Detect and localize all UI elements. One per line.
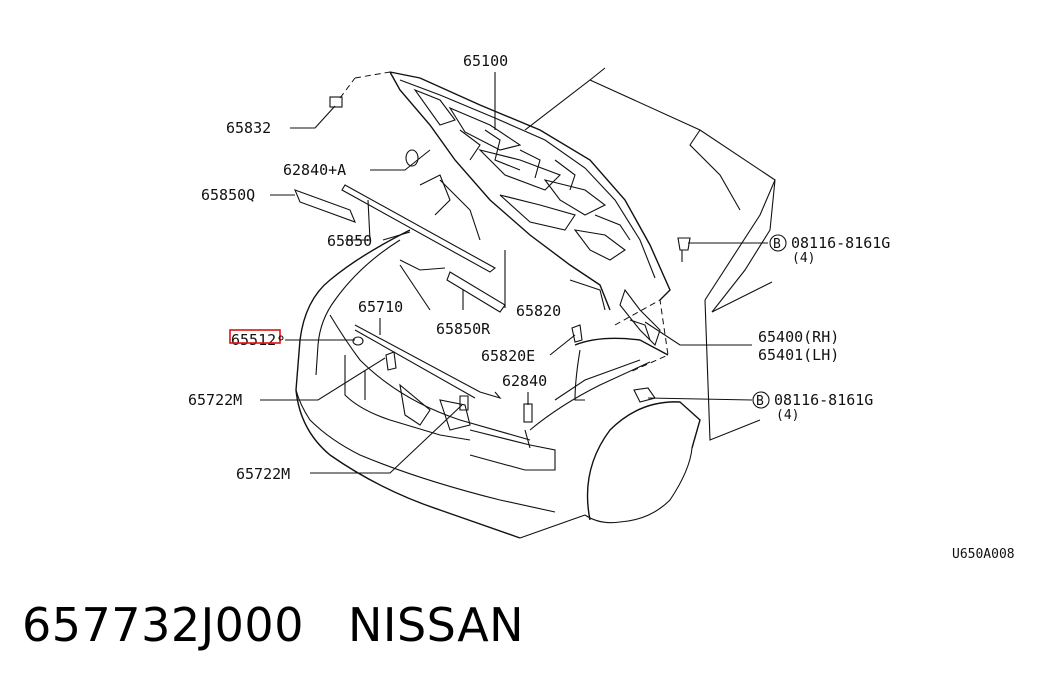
label-65722m-lower: 65722M xyxy=(236,465,290,483)
label-65850: 65850 xyxy=(327,232,372,250)
label-65850r: 65850R xyxy=(436,320,491,338)
bolt-symbol-letter: B xyxy=(756,394,764,409)
diagram-reference-code: U650A008 xyxy=(952,547,1015,562)
hood-panel xyxy=(339,71,671,311)
label-bolt-top-qty: (4) xyxy=(792,251,815,266)
label-65710: 65710 xyxy=(358,298,403,316)
bolt-reference-top: B 08116-8161G (4) xyxy=(769,234,890,266)
label-65832: 65832 xyxy=(226,119,271,137)
label-65400: 65400(RH) xyxy=(758,328,839,346)
hood-seals xyxy=(294,184,506,400)
leader-dot xyxy=(278,335,284,341)
label-bolt-top: 08116-8161G xyxy=(791,234,890,252)
label-65820e: 65820E xyxy=(481,347,535,365)
label-65100: 65100 xyxy=(463,52,508,70)
bolt-symbol-icon xyxy=(752,391,770,409)
brand-name: NISSAN xyxy=(347,598,525,652)
hood-parts-diagram: 65100 65832 62840+A 65850Q 65850 65710 6… xyxy=(188,52,1015,562)
highlighted-part-65512[interactable]: 65512 xyxy=(229,329,284,349)
label-65820: 65820 xyxy=(516,302,561,320)
label-62840: 62840 xyxy=(502,372,547,390)
label-bolt-bottom: 08116-8161G xyxy=(774,391,873,409)
part-caption: 657732J000 NISSAN xyxy=(22,598,524,652)
label-65722m-upper: 65722M xyxy=(188,391,242,409)
bolt-symbol-icon xyxy=(769,234,787,252)
leader-lines xyxy=(260,72,768,474)
label-65850q: 65850Q xyxy=(201,186,255,204)
bolt-reference-bottom: B 08116-8161G (4) xyxy=(752,391,873,423)
label-62840a: 62840+A xyxy=(283,161,346,179)
car-body-outline xyxy=(295,67,776,539)
part-number: 657732J000 xyxy=(22,598,304,652)
bolt-symbol-letter: B xyxy=(773,237,781,252)
label-bolt-bottom-qty: (4) xyxy=(776,408,799,423)
label-65401: 65401(LH) xyxy=(758,346,839,364)
label-65512: 65512 xyxy=(231,331,276,349)
